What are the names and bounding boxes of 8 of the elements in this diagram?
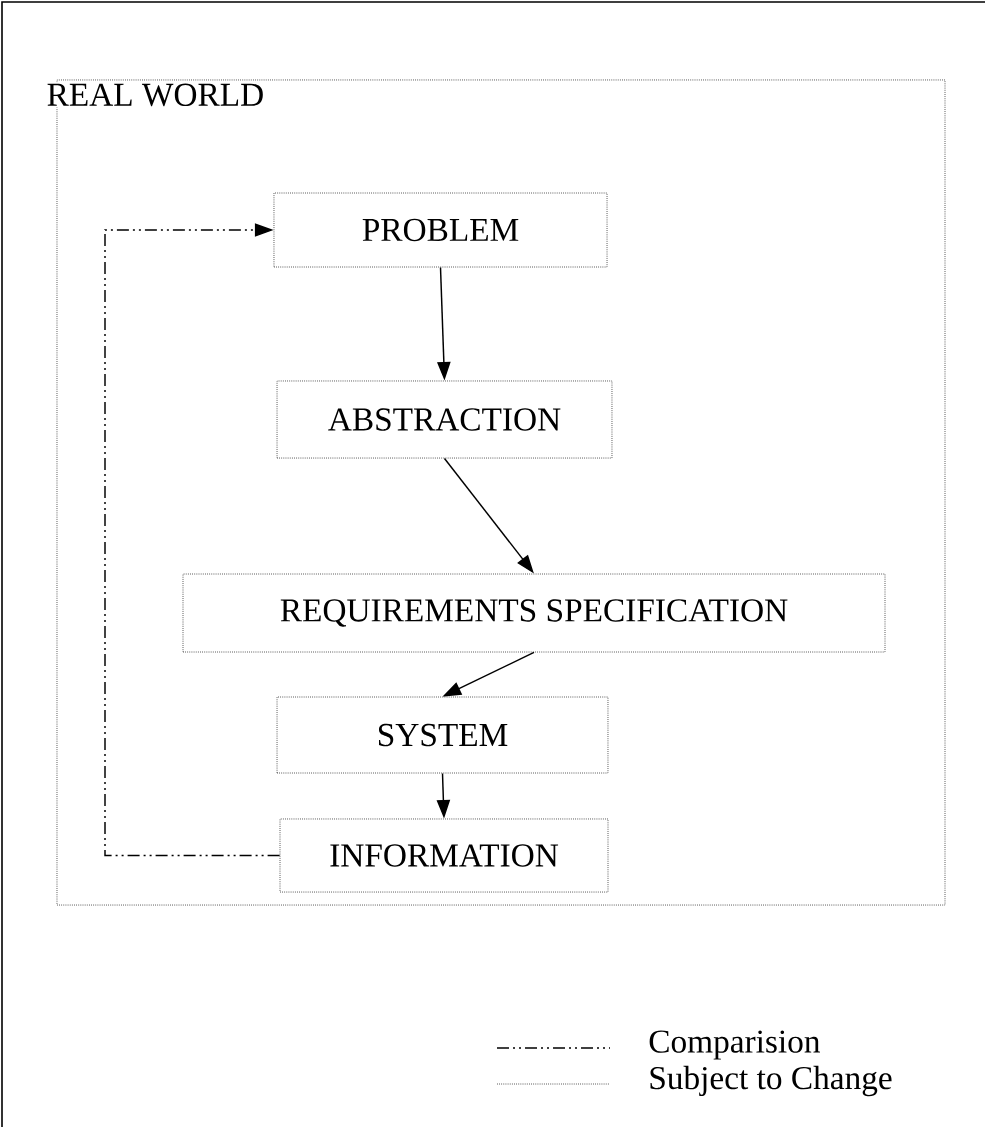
- process-box: INFORMATION: [279, 818, 609, 893]
- feedback-arrow: [104, 223, 281, 857]
- process-box: REQUIREMENTS SPECIFICATION: [182, 573, 886, 653]
- legend-label: Comparision: [649, 1030, 820, 1060]
- legend-label: Subject to Change: [650, 1065, 892, 1097]
- process-box: PROBLEM: [273, 192, 608, 268]
- process-box: ABSTRACTION: [276, 380, 613, 459]
- process-box: SYSTEM: [276, 696, 609, 774]
